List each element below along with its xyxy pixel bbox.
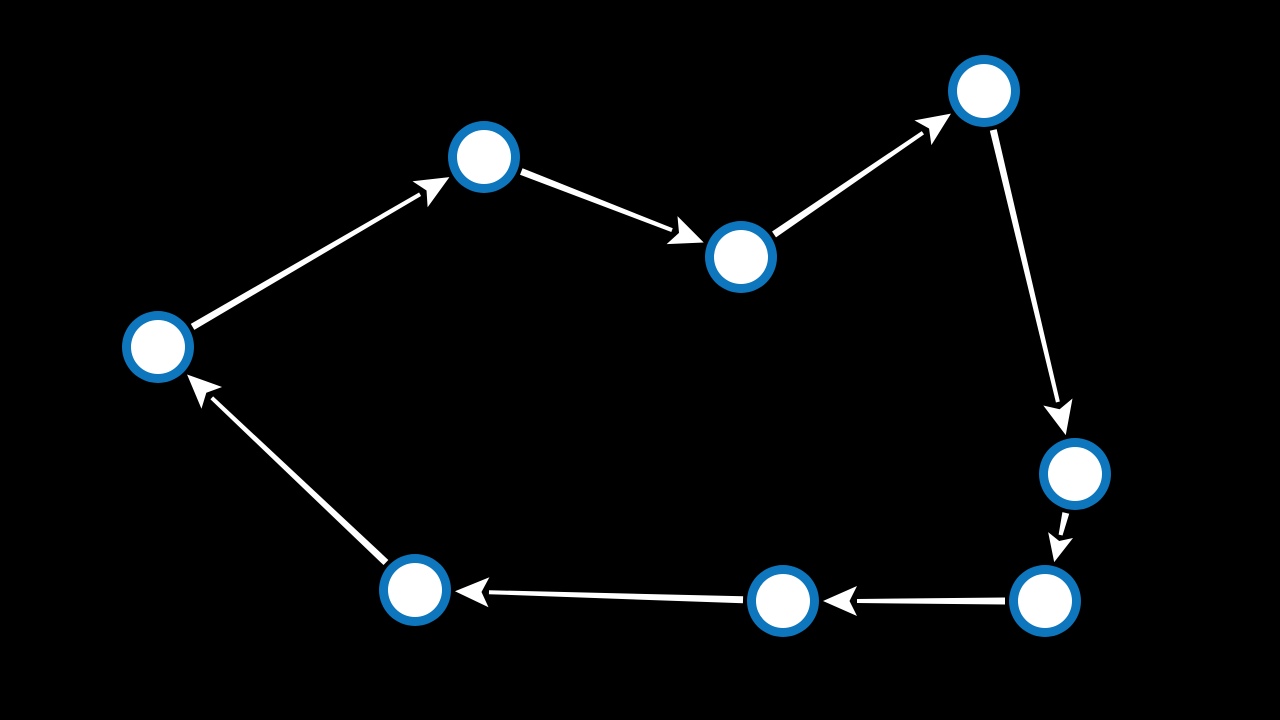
edge-n2-n3[interactable] [520, 168, 704, 245]
node-6-fill [1018, 574, 1072, 628]
node-2[interactable] [448, 121, 520, 193]
node-5[interactable] [1039, 438, 1111, 510]
edge-n5-n6[interactable] [1048, 512, 1074, 563]
node-3[interactable] [705, 221, 777, 293]
edge-n1-n2-arrowhead-icon [412, 177, 450, 208]
edge-n7-n8-arrowhead-icon [454, 577, 490, 608]
node-2-fill [457, 130, 511, 184]
edge-n2-n3-arrowhead-icon [666, 216, 704, 245]
edge-n4-n5-shaft [989, 129, 1060, 403]
node-7-fill [756, 574, 810, 628]
edge-n6-n7-shaft [857, 597, 1005, 605]
nodes-layer [122, 55, 1111, 637]
node-4-fill [957, 64, 1011, 118]
node-4[interactable] [948, 55, 1020, 127]
edge-n3-n4-shaft [772, 131, 925, 238]
edge-n1-n2-shaft [190, 192, 422, 330]
edge-n2-n3-shaft [520, 168, 673, 233]
node-5-fill [1048, 447, 1102, 501]
edge-n7-n8[interactable] [454, 577, 744, 608]
node-3-fill [714, 230, 768, 284]
node-8[interactable] [379, 554, 451, 626]
node-6[interactable] [1009, 565, 1081, 637]
node-7[interactable] [747, 565, 819, 637]
edge-n5-n6-shaft [1058, 512, 1070, 536]
node-1-fill [131, 320, 185, 374]
edge-n4-n5[interactable] [989, 129, 1073, 436]
node-1[interactable] [122, 311, 194, 383]
edge-n5-n6-arrowhead-icon [1048, 532, 1074, 563]
edge-n1-n2[interactable] [190, 177, 450, 330]
edge-n8-n1-shaft [210, 396, 389, 566]
edge-n8-n1[interactable] [187, 374, 389, 566]
edge-n4-n5-arrowhead-icon [1043, 398, 1073, 436]
edge-n3-n4[interactable] [772, 113, 951, 238]
edge-n8-n1-arrowhead-icon [187, 374, 223, 409]
edge-n7-n8-shaft [488, 590, 744, 604]
edge-n3-n4-arrowhead-icon [914, 113, 951, 146]
edges-layer [187, 113, 1074, 616]
edge-n6-n7-arrowhead-icon [823, 586, 857, 616]
edge-n6-n7[interactable] [823, 586, 1005, 616]
node-8-fill [388, 563, 442, 617]
